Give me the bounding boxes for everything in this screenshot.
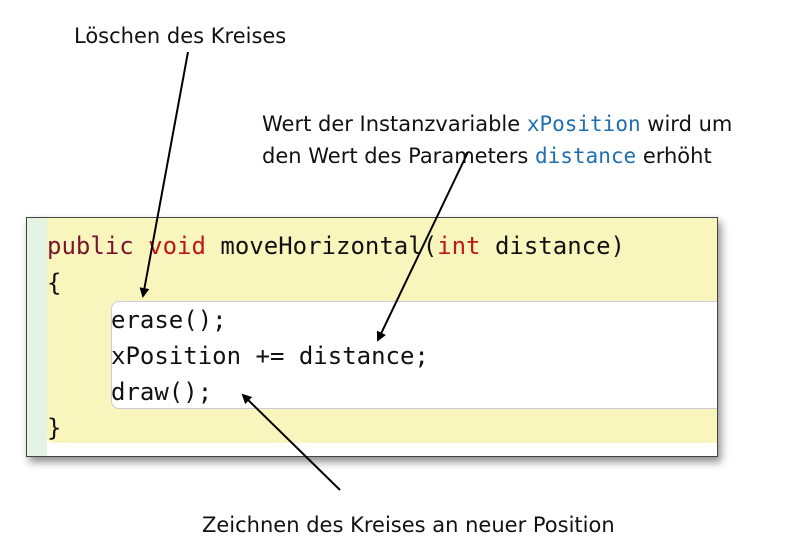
parameter: distance) bbox=[480, 232, 625, 260]
draw-annotation: Zeichnen des Kreises an neuer Position bbox=[202, 513, 615, 537]
xposition-annotation: Wert der Instanzvariable xPosition wird … bbox=[262, 108, 732, 172]
editor-gutter bbox=[27, 218, 47, 456]
keyword-public: public bbox=[47, 232, 134, 260]
keyword-int: int bbox=[437, 232, 481, 260]
annotation-text: erhöht bbox=[636, 144, 712, 168]
arrow-xposition bbox=[376, 151, 469, 342]
keyword-void: void bbox=[148, 232, 206, 260]
arrow-draw bbox=[241, 393, 341, 491]
code-line-xposition: xPosition += distance; bbox=[111, 342, 429, 370]
code-close-brace: } bbox=[47, 414, 62, 442]
distance-param: distance bbox=[534, 144, 637, 168]
annotation-text: Wert der Instanzvariable bbox=[262, 112, 527, 136]
method-name: moveHorizontal( bbox=[205, 232, 438, 260]
code-editor: public void moveHorizontal(int distance)… bbox=[26, 217, 718, 457]
code-open-brace: { bbox=[47, 269, 62, 297]
code-signature: public void moveHorizontal(int distance) bbox=[47, 228, 625, 264]
code-line-erase: erase(); bbox=[111, 306, 227, 334]
xposition-var: xPosition bbox=[526, 112, 641, 136]
annotation-text: wird um bbox=[640, 112, 733, 136]
arrow-erase bbox=[139, 51, 189, 298]
code-line-draw: draw(); bbox=[111, 378, 213, 406]
erase-annotation: Löschen des Kreises bbox=[74, 24, 287, 48]
method-body-scope bbox=[111, 301, 717, 409]
annotation-text: den Wert des Parameters bbox=[262, 144, 535, 168]
